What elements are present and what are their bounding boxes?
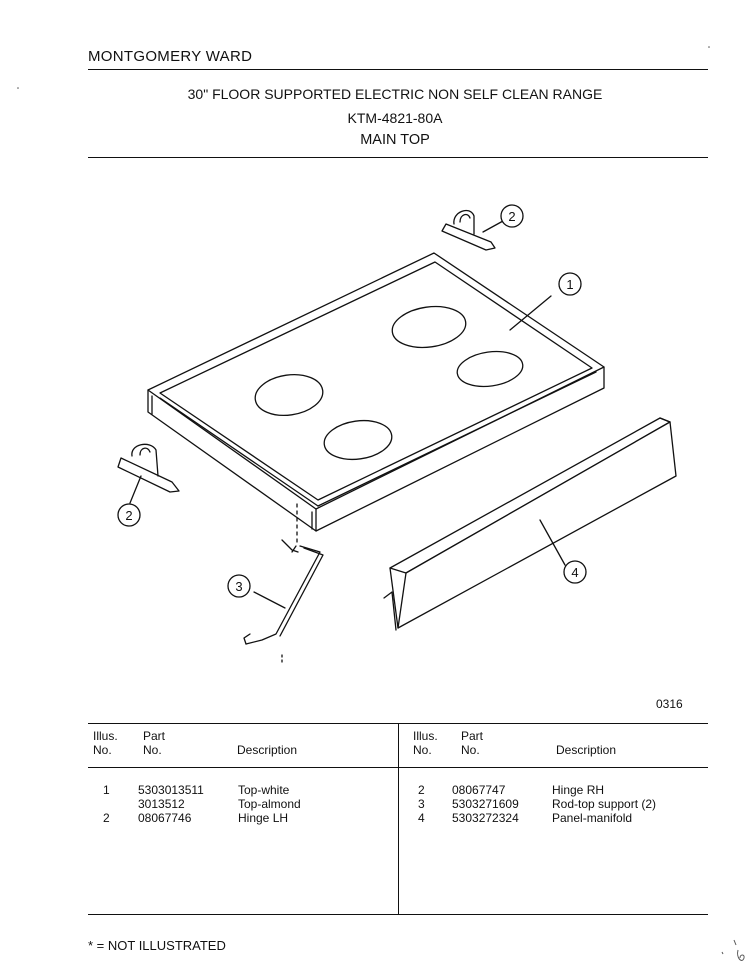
header-rule-top [88,69,708,70]
right-header-part: Part No. [461,729,484,757]
callout-2-upper-label: 2 [508,209,515,224]
table-row-r3-illus: 4 [418,811,425,825]
table-row-l1-desc: Top-white [238,783,290,797]
table-row-r1-illus: 2 [418,783,425,797]
table-row-r1-part: 08067747 [452,783,506,797]
diagram-code: 0316 [656,697,683,711]
manifold-panel [383,417,677,631]
hinge-lh [117,443,180,493]
right-header-description: Description [556,743,617,757]
hinge-rh [441,209,496,251]
table-rule-bottom [88,914,708,915]
document-title: 30" FLOOR SUPPORTED ELECTRIC NON SELF CL… [187,86,603,102]
callout-2-upper [500,204,524,228]
callout-1 [558,272,582,296]
section-title: MAIN TOP [360,132,430,148]
left-header-description: Description [237,743,298,757]
callout-1-label: 1 [566,277,573,292]
table-row-l2-part: 3013512 [138,797,185,811]
table-row-l3-desc: Hinge LH [238,811,289,825]
left-header-illus: Illus. No. [93,729,118,757]
table-row-l1-part: 5303013511 [138,783,204,797]
table-column-divider [398,723,399,914]
table-row-l2-desc: Top-almond [238,797,301,811]
table-row-r1-desc: Hinge RH [552,783,605,797]
callout-2-lower-label: 2 [125,508,132,523]
table-row-r2-illus: 3 [418,797,425,811]
table-row-r3-part: 5303272324 [452,811,519,825]
callout-2-lower [117,503,141,527]
rod-top-support [243,539,324,645]
brand-name: MONTGOMERY WARD [88,48,253,65]
callout-4 [563,560,587,584]
table-row-l1-illus: 1 [103,783,110,797]
model-number: KTM-4821-80A [347,110,443,126]
table-row-r2-desc: Rod-top support (2) [552,797,657,811]
table-row-r2-part: 5303271609 [452,797,519,811]
left-header-part: Part No. [143,729,166,757]
footnote: * = NOT ILLUSTRATED [88,938,226,953]
scan-dots [17,46,710,89]
header-rule-bottom [88,157,708,158]
table-row-l3-part: 08067746 [138,811,192,825]
callout-3-label: 3 [235,579,242,594]
parts-diagram: 1 2 2 3 4 [117,204,677,665]
table-row-r3-desc: Panel-manifold [552,811,633,825]
table-row-l3-illus: 2 [103,811,110,825]
scan-mark-decoration [721,939,745,961]
right-header-illus: Illus. No. [413,729,438,757]
callout-3 [227,574,251,598]
callout-4-label: 4 [571,565,578,580]
main-top-panel [147,252,605,532]
